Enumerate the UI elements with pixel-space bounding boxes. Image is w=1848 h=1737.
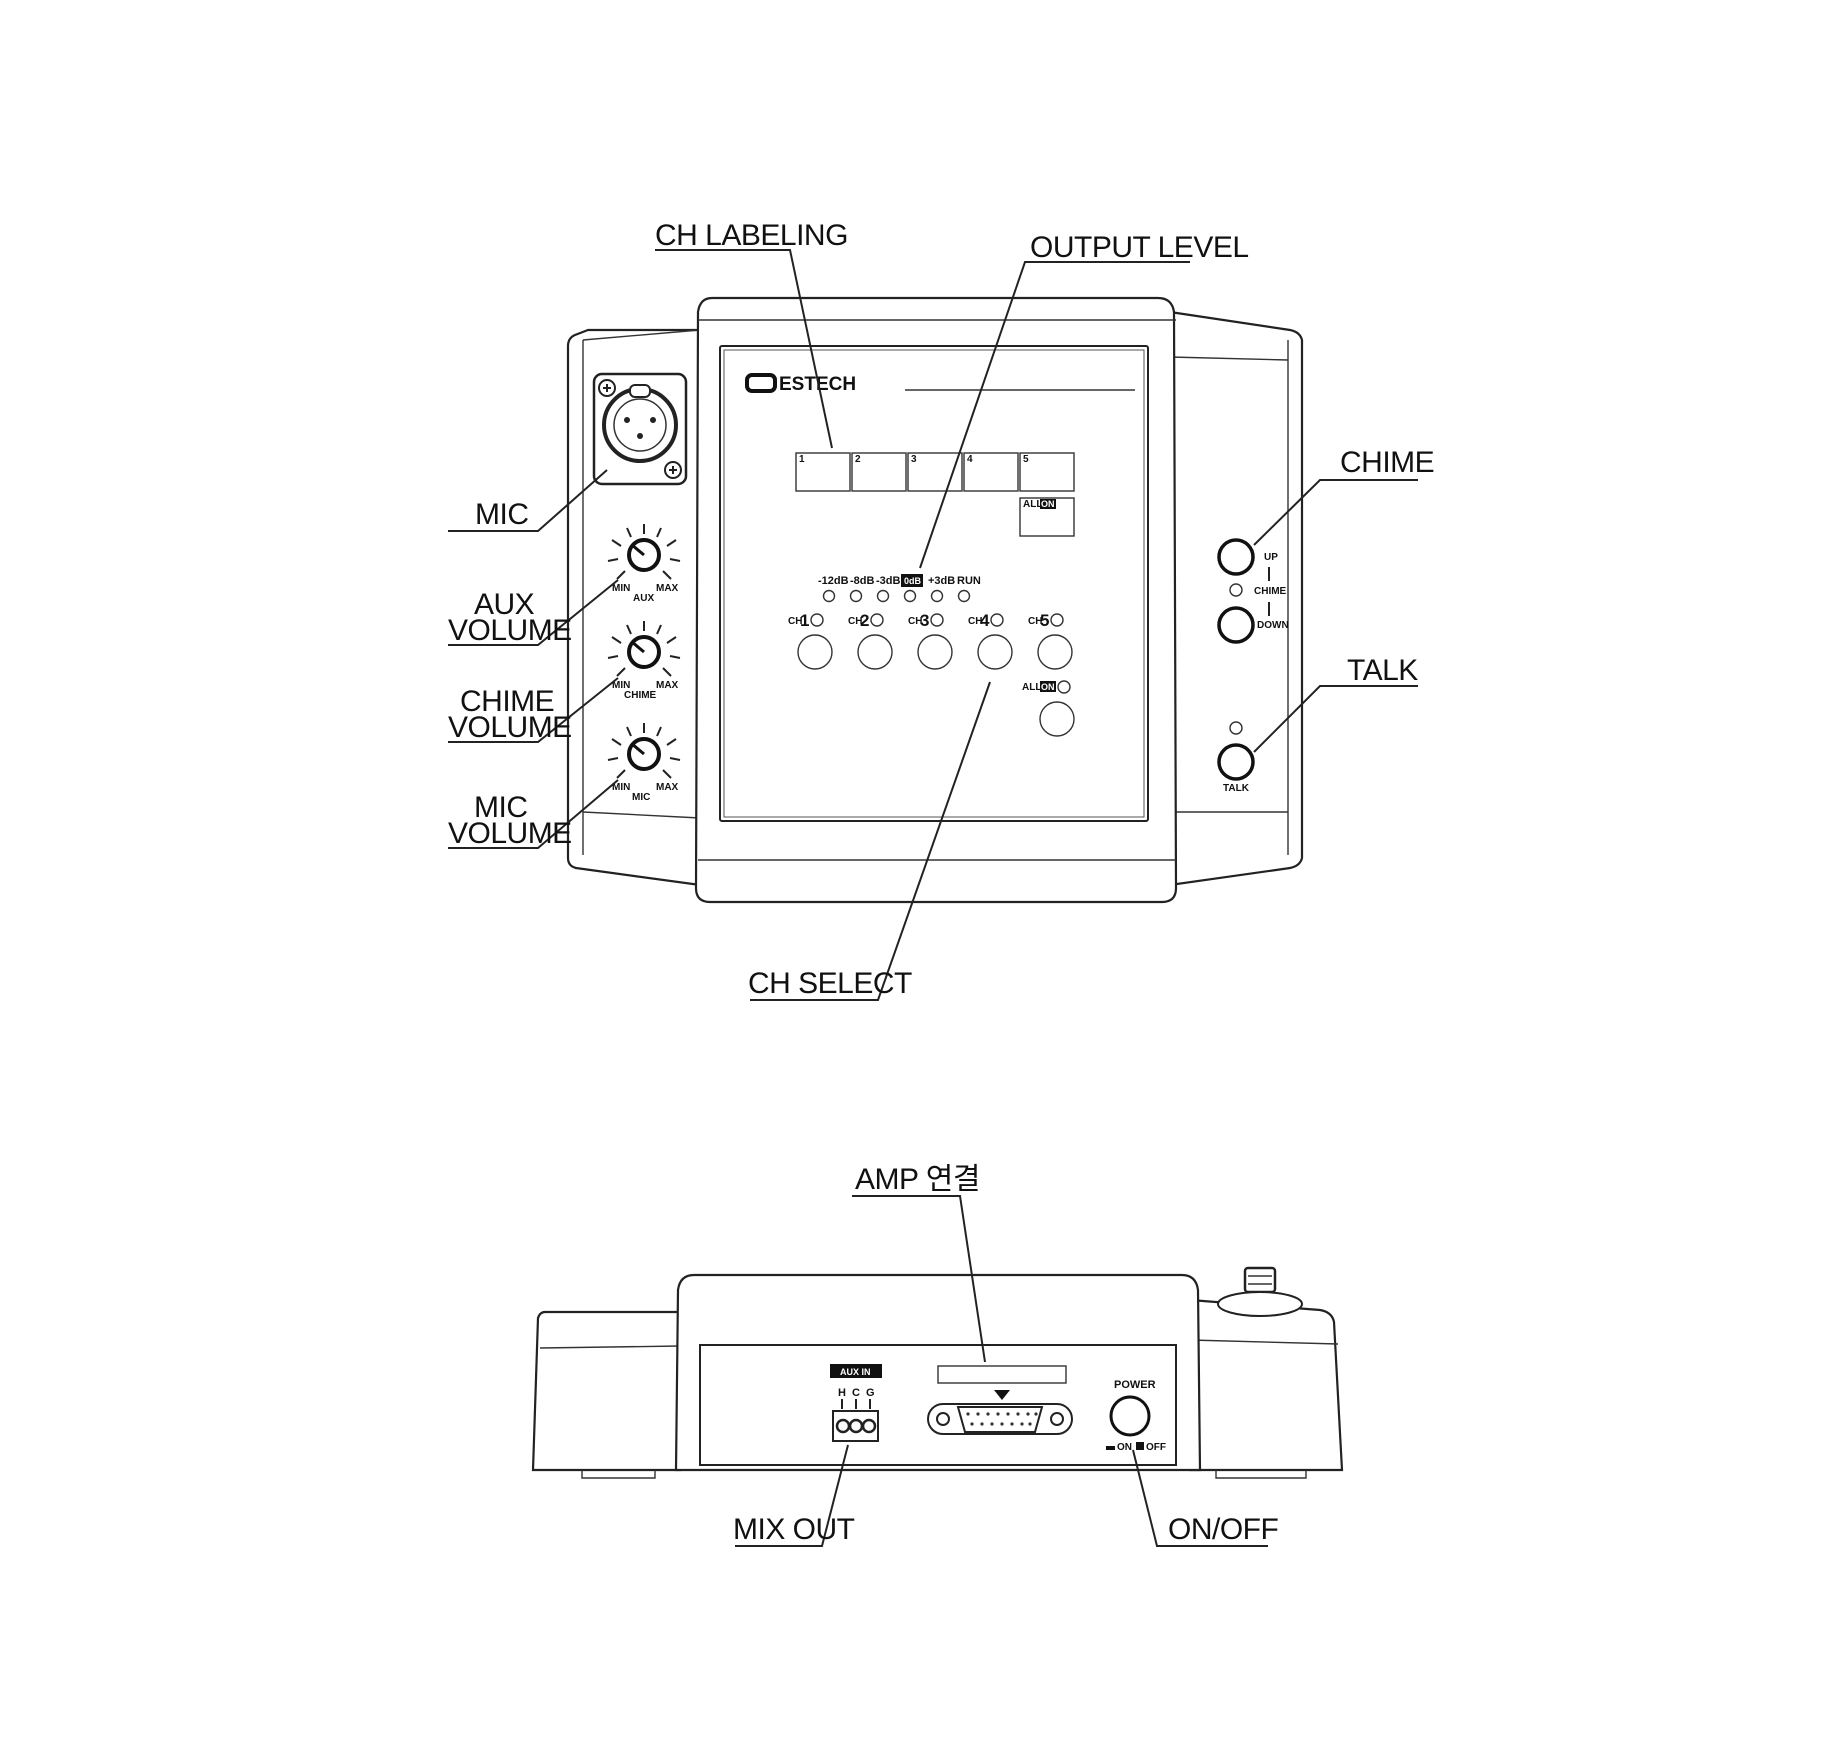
top-view: ESTECH 1 2 3 4 5 ALL ON -12dB -8dB -3dB [566,296,1304,904]
ch-select-5-number: 5 [1040,611,1049,630]
callout-amp: AMP 연결 [855,1163,980,1196]
label-box-ch2: 2 [855,454,861,465]
output-level-leds: -12dB -8dB -3dB 0dB +3dB RUN [818,574,981,603]
power-switch[interactable]: POWER ON OFF [1106,1379,1166,1453]
label-box-ch5: 5 [1023,454,1029,465]
db15-amp-connector [927,1365,1073,1435]
label-box-all: ALL [1023,499,1042,510]
ch-select-buttons[interactable]: CH 1 CH 2 CH 3 CH 4 CH 5 ALL ON [788,611,1075,737]
label-box-ch4: 4 [967,454,973,465]
chime-controls[interactable]: UP CHIME DOWN [1217,538,1289,644]
svg-text:UP: UP [1264,552,1278,563]
ch-select-5-button[interactable] [1037,634,1073,670]
callout-on-off: ON/OFF [1168,1513,1278,1546]
svg-text:MIC: MIC [632,792,650,803]
callout-chime-volume: CHIME [460,685,554,718]
callout-mic: MIC [475,498,529,531]
svg-text:CH: CH [968,616,982,627]
svg-text:MIN: MIN [612,583,630,594]
callout-chime: CHIME [1340,446,1434,479]
all-on-button[interactable] [1039,701,1075,737]
ch-select-3-number: 3 [920,611,929,630]
level-label: -12dB [818,575,849,587]
callout-ch-labeling: CH LABELING [655,219,848,252]
level-label: 0dB [904,576,922,586]
svg-text:DOWN: DOWN [1257,620,1289,631]
top-callouts: CH LABELING OUTPUT LEVEL CHIME TALK MIC … [448,219,1435,1001]
svg-text:MIN: MIN [612,782,630,793]
callout-aux-volume: AUX [474,588,535,621]
chime-up-button[interactable] [1217,538,1255,576]
ch-select-4-number: 4 [980,611,990,630]
ch-select-1-number: 1 [800,611,809,630]
level-label: -8dB [850,575,875,587]
svg-text:POWER: POWER [1114,1379,1156,1391]
ch-select-3-button[interactable] [917,634,953,670]
svg-text:ALL: ALL [1022,682,1041,693]
callout-ch-select: CH SELECT [748,967,912,1000]
label-box-ch1: 1 [799,454,805,465]
svg-text:CH: CH [1028,616,1042,627]
ch-select-1-button[interactable] [797,634,833,670]
callout-mix-out: MIX OUT [733,1513,855,1546]
aux-volume-knob[interactable]: MIN MAX AUX [607,524,681,604]
callout-chime-volume: VOLUME [448,711,572,744]
svg-text:CH: CH [908,616,922,627]
talk-control[interactable]: TALK [1217,721,1255,794]
label-box-ch3: 3 [911,454,917,465]
mic-volume-knob[interactable]: MIN MAX MIC [607,723,681,803]
ch-select-2-number: 2 [860,611,869,630]
chime-down-button[interactable] [1217,606,1255,644]
rear-callouts: AMP 연결 MIX OUT ON/OFF [733,1163,1279,1547]
svg-text:C: C [852,1387,860,1399]
talk-button[interactable] [1217,743,1255,781]
ch-label-boxes: 1 2 3 4 5 ALL ON [795,452,1075,537]
svg-text:MIN: MIN [612,680,630,691]
level-label: +3dB [928,575,955,587]
aux-in-terminal: AUX IN H C G [830,1364,882,1442]
svg-text:H: H [838,1387,846,1399]
svg-text:CHIME: CHIME [624,690,657,701]
svg-text:OFF: OFF [1146,1442,1166,1453]
svg-text:CH: CH [788,616,802,627]
svg-text:ON: ON [1117,1442,1132,1453]
svg-text:ON: ON [1041,682,1055,692]
svg-text:CH: CH [848,616,862,627]
svg-text:AUX IN: AUX IN [840,1367,871,1377]
level-label: -3dB [876,575,901,587]
svg-text:G: G [866,1387,875,1399]
svg-text:MAX: MAX [656,583,679,594]
callout-mic-volume: MIC [474,791,528,824]
ch-select-2-button[interactable] [857,634,893,670]
svg-text:TALK: TALK [1223,783,1250,794]
label-box-on: ON [1041,499,1055,509]
svg-text:CHIME: CHIME [1254,586,1287,597]
mic-xlr-connector [592,372,688,486]
callout-talk: TALK [1347,654,1418,687]
level-label: RUN [957,575,981,587]
svg-text:MAX: MAX [656,782,679,793]
chime-volume-knob[interactable]: MIN MAX CHIME [607,621,681,701]
svg-text:AUX: AUX [633,593,654,604]
rear-view: AUX IN H C G [531,1266,1344,1479]
callout-output-level: OUTPUT LEVEL [1030,231,1249,264]
svg-text:MAX: MAX [656,680,679,691]
callout-aux-volume: VOLUME [448,614,572,647]
ch-select-4-button[interactable] [977,634,1013,670]
callout-mic-volume: VOLUME [448,817,572,850]
